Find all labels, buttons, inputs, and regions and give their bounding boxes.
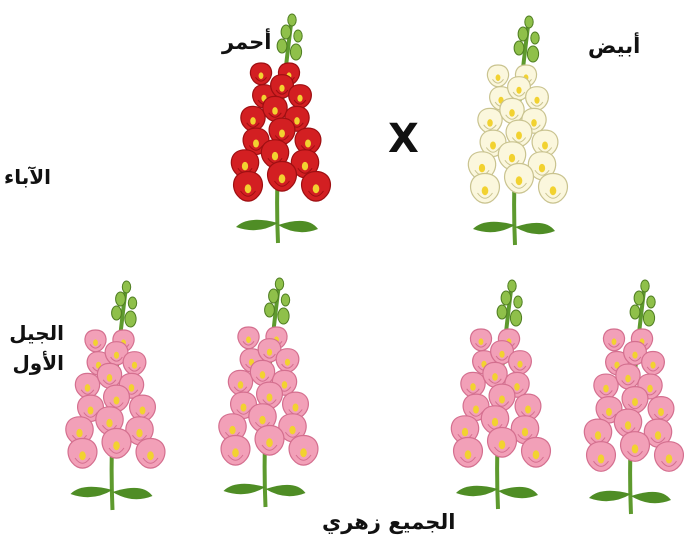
parents-row-label: الآباء xyxy=(4,165,51,189)
all-pink-result-label: الجميع زهري xyxy=(322,510,456,534)
pink-snapdragon-icon xyxy=(208,272,323,517)
cross-symbol: X xyxy=(388,116,419,162)
red-snapdragon-icon xyxy=(218,8,338,253)
white-parent-label: أبيض xyxy=(588,34,640,58)
pink-snapdragon-icon xyxy=(438,274,558,519)
white-snapdragon-icon xyxy=(450,10,580,255)
pink-snapdragon-icon xyxy=(578,274,684,524)
pink-snapdragon-icon xyxy=(55,275,170,520)
